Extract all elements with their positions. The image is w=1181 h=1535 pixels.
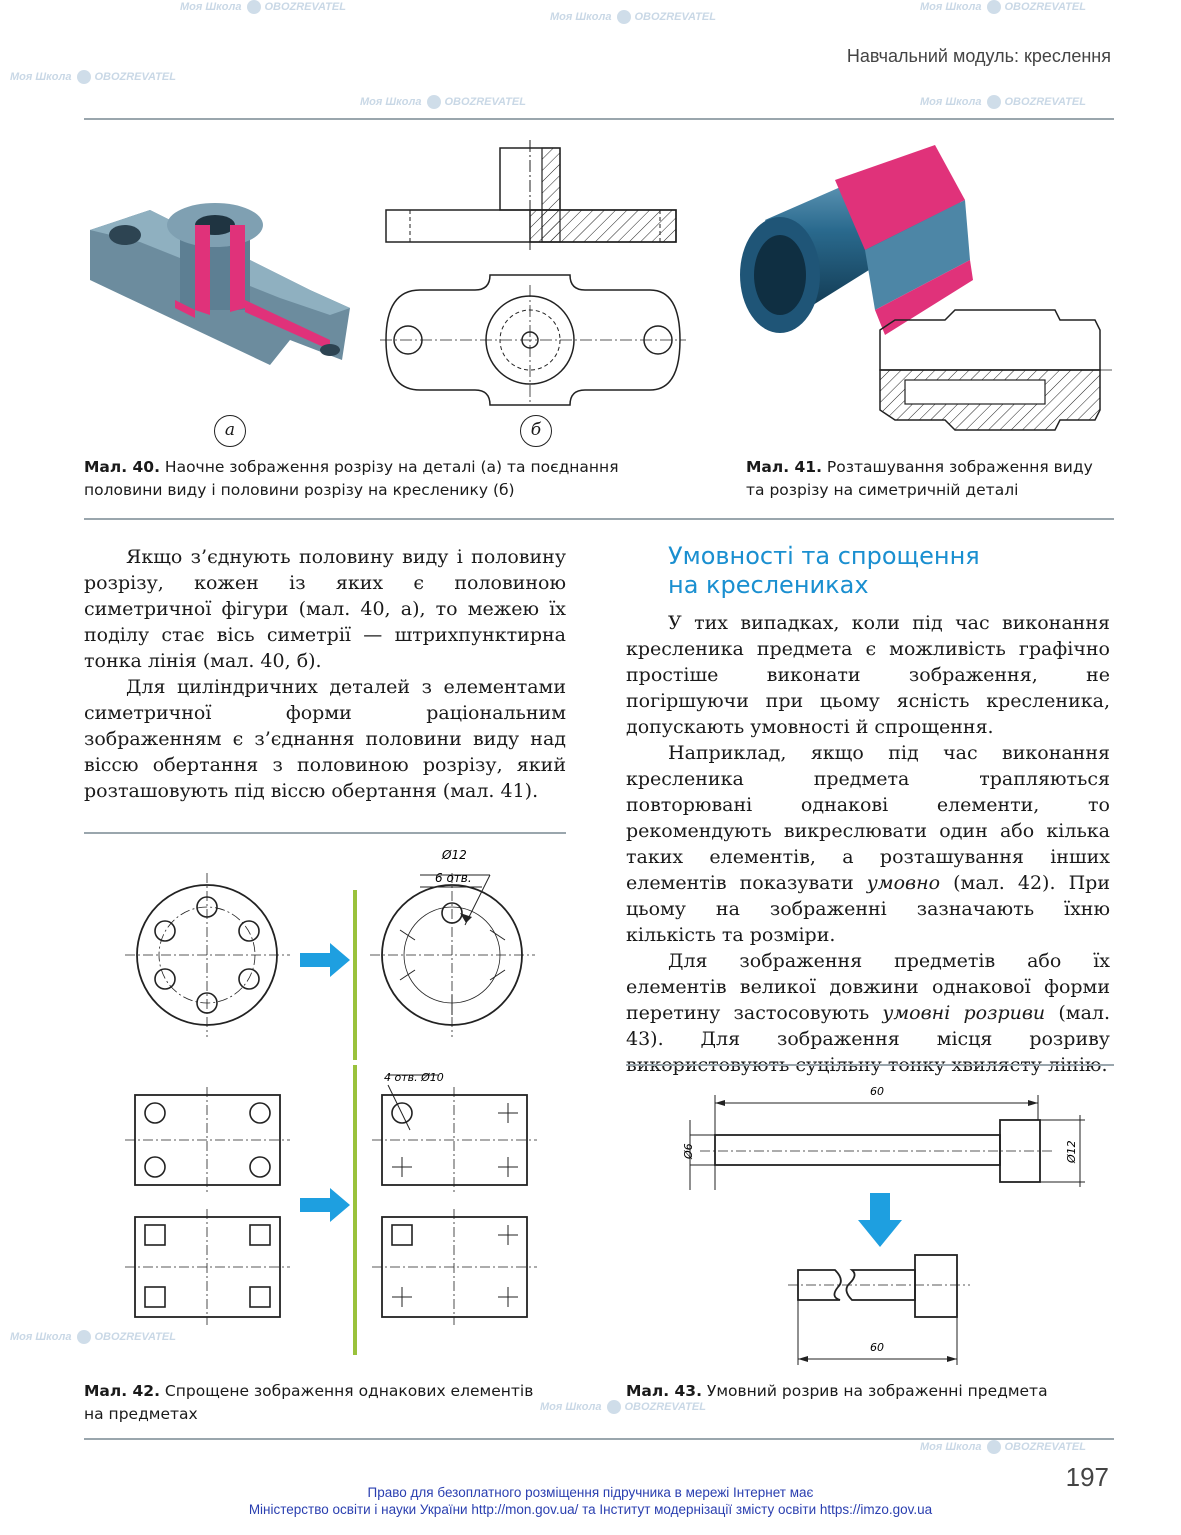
fig43-drawing: 60 Ø6 Ø12 60: [682, 1085, 1085, 1365]
footer-rule: [84, 1438, 1114, 1440]
fig40-label-b: б: [520, 415, 552, 447]
fig43-dim-60-top: 60: [870, 1085, 884, 1098]
right-paragraph-3: Для зображення предметів або їх елементі…: [626, 950, 1111, 1076]
left-text-block: Якщо з’єднують половину виду і половину …: [84, 544, 566, 804]
fig42-dim-4holes: 4 отв. Ø10: [384, 1071, 444, 1084]
footer-line-1: Право для безоплатного розміщення підруч…: [367, 1485, 814, 1500]
fig43-rule: [626, 1064, 1114, 1066]
right-paragraph-2: Наприклад, якщо під час виконання кресле…: [626, 742, 1110, 946]
header-rule: [84, 118, 1114, 120]
right-text-block: У тих випадках, коли під час виконання к…: [626, 610, 1110, 1078]
section-title-line1: Умовності та спрощення: [668, 542, 980, 570]
fig42-drawing: Ø12 6 отв. 4 отв. Ø10: [125, 848, 537, 1355]
footer-line-2: Міністерство освіти і науки України http…: [248, 1502, 933, 1517]
right-paragraph-1: У тих випадках, коли під час виконання к…: [626, 612, 1110, 738]
fig43-dim-d12: Ø12: [1065, 1140, 1078, 1164]
left-paragraph-1: Якщо з’єднують половину виду і половину …: [84, 546, 566, 672]
fig42-caption: Мал. 42. Спрощене зображення однакових е…: [84, 1382, 534, 1423]
section-title: Умовності та спрощення на креслениках: [668, 542, 980, 600]
fig40-half-section-drawing: [380, 140, 686, 406]
fig43-caption: Мал. 43. Умовний розрив на зображенні пр…: [626, 1382, 1048, 1400]
fig42-rule: [84, 832, 566, 834]
fig40-caption: Мал. 40. Наочне зображення розрізу на де…: [84, 458, 619, 499]
fig42-dim-6holes: 6 отв.: [435, 871, 472, 885]
module-title: Навчальний модуль: креслення: [846, 46, 1111, 66]
section-rule: [84, 518, 1114, 520]
fig42-dim-d12: Ø12: [441, 848, 467, 862]
section-title-line2: на креслениках: [668, 571, 869, 599]
fig41-cylinder-section: [740, 145, 1115, 431]
fig43-dim-d6: Ø6: [682, 1143, 695, 1160]
page-number: 197: [1065, 1462, 1109, 1492]
fig40-isometric-section: [90, 203, 350, 365]
footer: Право для безоплатного розміщення підруч…: [0, 1484, 1181, 1518]
fig43-dim-60-bottom: 60: [870, 1341, 884, 1354]
fig40-label-a: а: [214, 415, 246, 447]
left-paragraph-2: Для циліндричних деталей з елементами си…: [84, 676, 566, 802]
fig41-caption: Мал. 41. Розташування зображення виду та…: [746, 458, 1093, 499]
